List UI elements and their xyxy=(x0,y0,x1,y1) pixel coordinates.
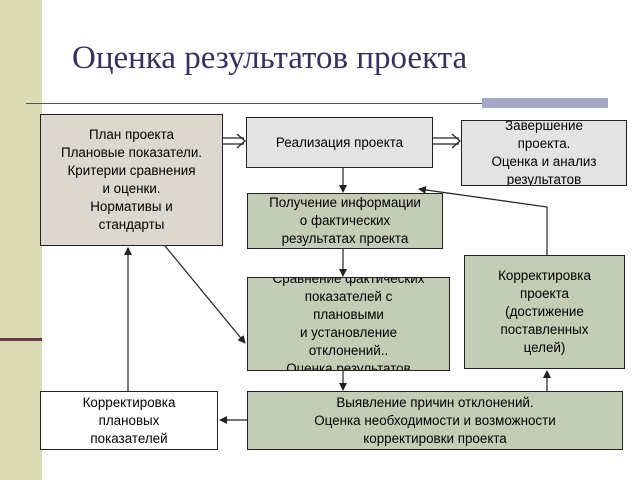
box-text-line: результатов xyxy=(506,172,582,186)
box-text-line: показателей с xyxy=(304,289,393,304)
arrow-plan-to-comparison xyxy=(164,245,246,344)
box-text-line: Корректировка xyxy=(498,268,591,283)
project-correction-box-text: Корректировка проекта (достижение поставлен… xyxy=(498,267,591,357)
completion-box: Завершение проекта. Оценка и анализ результ… xyxy=(461,120,627,186)
implementation-box-text: Реализация проекта xyxy=(276,134,403,152)
slide-title: Оценка результатов проекта xyxy=(72,40,468,76)
box-text-line: результатах проекта xyxy=(281,231,409,246)
box-text-line: корректировки проекта xyxy=(363,430,507,446)
box-text-line: проекта. xyxy=(517,136,571,151)
implementation-box: Реализация проекта xyxy=(246,117,433,168)
box-text-line: стандарты xyxy=(98,217,165,232)
plan-correction-box: Корректировка плановых показателей xyxy=(40,391,218,450)
completion-box-text: Завершение проекта. Оценка и анализ результ… xyxy=(491,120,597,186)
arrow-plan-to-implementation xyxy=(223,133,246,149)
box-text-line: целей) xyxy=(523,340,566,355)
causes-box-text: Выявление причин отклонений. Оценка необх… xyxy=(314,394,556,448)
project-correction-box: Корректировка проекта (достижение поставлен… xyxy=(464,255,625,369)
box-text-line: Оценка необходимости и возможности xyxy=(314,412,556,428)
box-text-line: Оценка и анализ xyxy=(491,154,597,169)
box-text-line: отклонений.. xyxy=(308,343,389,358)
box-text-line: и оценки. xyxy=(102,181,161,196)
box-text-line: Корректировка xyxy=(82,394,176,410)
left-decor-band xyxy=(0,0,42,480)
box-text-line: Завершение xyxy=(505,120,583,133)
box-text-line: Оценка результатов xyxy=(286,361,411,371)
arrow-implementation-to-completion xyxy=(433,133,461,149)
comparison-box: Сравнение фактических показателей с планов… xyxy=(247,277,450,371)
comparison-box-text: Сравнение фактических показателей с планов… xyxy=(272,277,425,371)
box-text-line: о фактических xyxy=(299,213,391,228)
plan-correction-box-text: Корректировка плановых показателей xyxy=(83,394,176,448)
box-text-line: и установление xyxy=(299,325,398,340)
title-rule-accent xyxy=(482,98,608,108)
box-text-line: показателей xyxy=(90,430,168,446)
box-text-line: Реализация проекта xyxy=(275,134,404,150)
box-text-line: поставленных xyxy=(500,322,589,337)
info-box: Получение информации о фактических результ… xyxy=(247,193,443,249)
info-box-text: Получение информации о фактических результ… xyxy=(269,194,421,248)
box-text-line: плановыми xyxy=(313,307,384,322)
box-text-line: Нормативы и xyxy=(90,199,173,214)
box-text-line: Выявление причин отклонений. xyxy=(336,394,534,410)
box-text-line: плановых xyxy=(98,412,160,428)
box-text-line: План проекта xyxy=(88,127,175,142)
causes-box: Выявление причин отклонений. Оценка необх… xyxy=(247,391,623,450)
arrow-project-correction-to-completion xyxy=(418,186,548,255)
box-text-line: Критерии сравнения xyxy=(67,163,196,178)
box-text-line: (достижение xyxy=(505,304,584,319)
box-text-line: Получение информации xyxy=(269,195,421,210)
box-text-line: проекта xyxy=(519,286,570,301)
box-text-line: Плановые показатели. xyxy=(60,145,203,160)
left-decor-line xyxy=(0,338,42,341)
box-text-line: Сравнение фактических xyxy=(272,277,425,286)
title-rule xyxy=(26,103,608,104)
